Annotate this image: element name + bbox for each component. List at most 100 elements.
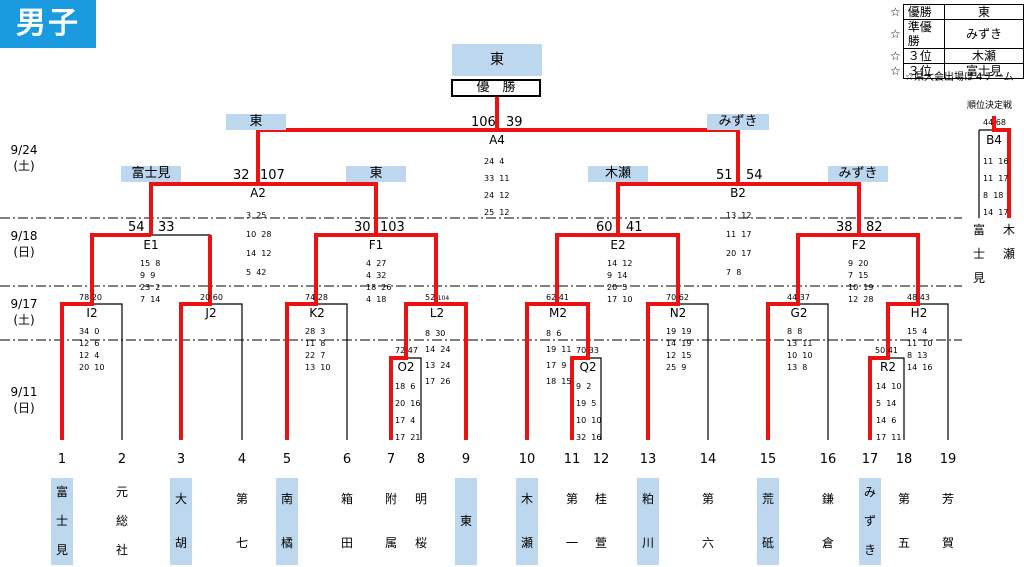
team-name-char: 川 [641, 535, 654, 550]
set-score: 0 [94, 327, 100, 336]
set-score: 8 [320, 339, 326, 348]
set-score: 11 [983, 157, 994, 166]
set-score: 9 [561, 361, 567, 370]
set-score: 17 [546, 361, 557, 370]
set-score-row: 13 12 [726, 206, 751, 225]
set-score-row: 8 6 [546, 326, 571, 342]
team-name: 元総社 [111, 478, 133, 565]
third-place-title: 順位決定戦 [967, 101, 1013, 111]
team-number: 13 [639, 452, 657, 467]
set-score-row: 11 10 [907, 338, 932, 350]
set-score: 33 [484, 174, 495, 183]
team-name: 南橘 [276, 478, 298, 565]
set-score: 10 [94, 363, 105, 372]
set-score: 21 [410, 433, 421, 442]
set-score: 8 [425, 329, 431, 338]
set-score: 13 [917, 351, 928, 360]
star-icon: ☆ [890, 49, 901, 63]
set-score: 17 [607, 295, 618, 304]
set-score-row: 15 4 [907, 326, 932, 338]
set-score-row: 9 14 [607, 270, 632, 282]
set-score: 14 [246, 249, 257, 258]
team-name-char: 富 [55, 485, 68, 499]
team-name-char: 倉 [821, 535, 834, 550]
star-icon: ☆ [890, 27, 901, 41]
set-score-row: 19 11 [546, 342, 571, 358]
set-score-row: 18 26 [366, 282, 391, 294]
match-score: 43 [919, 293, 930, 302]
set-score: 10 [922, 339, 933, 348]
set-score-row: 24 4 [484, 153, 509, 170]
r2-i2-node: I2 [86, 306, 98, 320]
set-score-row: 19 5 [576, 395, 601, 412]
set-score: 42 [256, 268, 267, 277]
set-score-row: 20 10 [79, 362, 104, 374]
team-number: 11 [563, 452, 581, 467]
team-name: 第七 [231, 478, 253, 565]
set-score: 16 [998, 157, 1009, 166]
third-place-set-scores: 11 16 11 17 8 18 14 17 [983, 153, 1008, 221]
set-score: 16 [591, 433, 602, 442]
champion-label: 優 勝 [451, 79, 541, 97]
team-name-char: 第 [701, 492, 714, 506]
set-score: 16 [410, 399, 421, 408]
set-score: 4 [410, 416, 416, 425]
team-name-char: 見 [55, 543, 68, 557]
r2-g2-set-scores: 8 8 13 11 10 10 13 8 [787, 326, 812, 374]
team-number: 6 [342, 452, 352, 467]
team-name-char: 芳 [941, 492, 954, 506]
r1-r2-node: R2 [880, 360, 896, 374]
set-score: 5 [876, 399, 882, 408]
team-number: 8 [416, 452, 426, 467]
match-score: 41 [887, 346, 898, 355]
set-score: 8 [155, 259, 161, 268]
set-score-row: 5 42 [246, 263, 271, 282]
team-name-char: 瀬 [1002, 247, 1015, 261]
set-score-row: 18 6 [395, 378, 420, 395]
set-score: 14 [886, 399, 897, 408]
set-score: 8 [907, 351, 913, 360]
set-score-row: 14 6 [876, 412, 901, 429]
team-name-char: み [863, 485, 876, 499]
third-place-node: B4 [986, 133, 1002, 147]
set-score-row: 3 25 [246, 206, 271, 225]
set-score: 23 [140, 283, 151, 292]
r2-n2-scores: 70 62 [666, 293, 689, 302]
r1-o2-set-scores: 18 6 20 16 17 4 17 21 [395, 378, 420, 446]
final-node: A4 [489, 133, 505, 147]
final-right-team: みずき [707, 114, 769, 130]
date-text: 9/24 (土) [10, 143, 38, 173]
set-score-row: 28 3 [305, 326, 330, 338]
set-score: 2 [155, 283, 161, 292]
set-score: 14 [983, 208, 994, 217]
match-score: 41 [558, 293, 569, 302]
team-number: 3 [176, 452, 186, 467]
r1-q2-set-scores: 9 2 19 5 10 10 32 16 [576, 378, 601, 446]
team-name-char: 富 [972, 223, 985, 237]
match-score: 74 [305, 293, 316, 302]
ranking-row: ☆３位富士見 [888, 63, 1024, 79]
set-score: 15 [907, 327, 918, 336]
qf-e1-node: E1 [143, 238, 159, 252]
team-name-char: 粕 [641, 492, 654, 506]
set-score: 14 [150, 295, 161, 304]
qf-e2-score-right: 41 [626, 220, 643, 235]
set-score-row: 10 28 [246, 225, 271, 244]
set-score: 18 [395, 382, 406, 391]
qf-f1-set-scores: 4 27 4 32 18 26 4 18 [366, 258, 391, 306]
set-score: 11 [891, 433, 902, 442]
r2-h2-scores: 48 43 [907, 293, 930, 302]
team-number: 16 [819, 452, 837, 467]
team-name-char [455, 536, 477, 565]
r2-n2-set-scores: 19 19 14 19 12 15 25 9 [666, 326, 691, 374]
set-score-row: 12 15 [666, 350, 691, 362]
third-place-left-team: 富士見 [969, 218, 989, 290]
team-name: みずき [859, 478, 881, 565]
set-score: 24 [440, 361, 451, 370]
champion-box: 東 [452, 44, 542, 76]
set-score-row: 13 11 [787, 338, 812, 350]
ranking-team: みずき [944, 19, 1024, 49]
set-score: 18 [376, 295, 387, 304]
team-name-char: 一 [565, 535, 578, 550]
